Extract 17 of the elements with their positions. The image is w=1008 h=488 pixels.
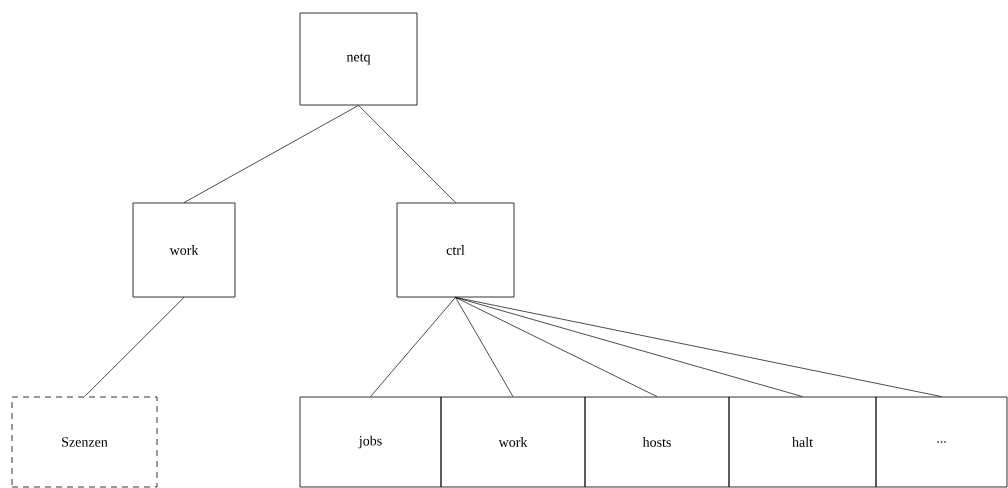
dashed-box: Szenzen [11, 396, 158, 488]
box: work [132, 202, 236, 298]
connector-line [358, 105, 456, 203]
connector-line [183, 105, 359, 203]
box: ctrl [396, 202, 515, 298]
connector-line [370, 297, 456, 397]
box: netq [299, 12, 418, 106]
box: work [440, 396, 586, 488]
box: ... [875, 396, 1008, 488]
connector-line [455, 297, 803, 397]
connector-line [455, 297, 514, 397]
box: halt [728, 396, 877, 488]
connector-line [84, 297, 185, 397]
connector-line [455, 297, 658, 397]
box: hosts [584, 396, 730, 488]
connector-line [455, 297, 942, 397]
box: jobs [299, 396, 442, 488]
